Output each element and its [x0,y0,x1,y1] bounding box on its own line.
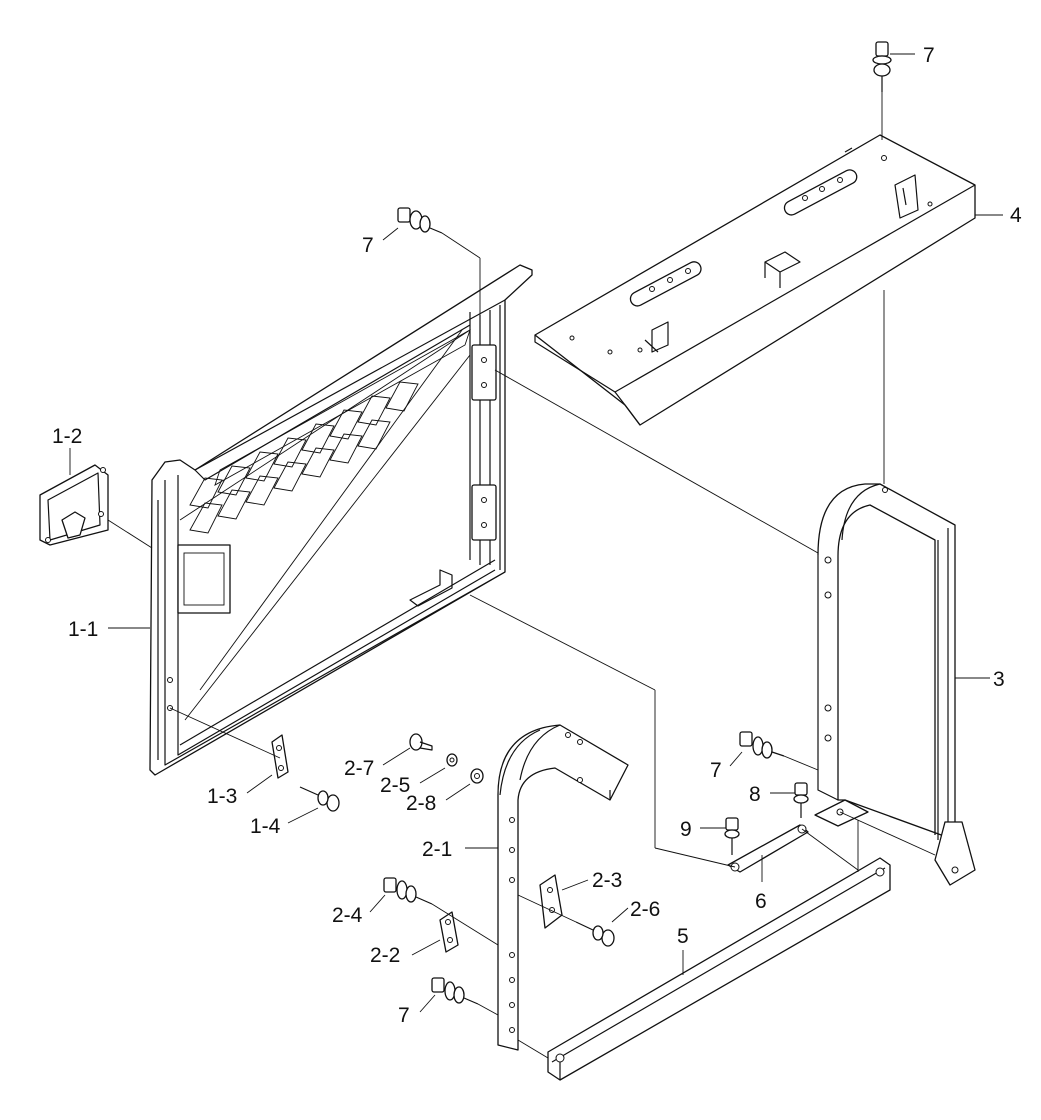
label-7-upper: 7 [362,234,374,257]
nut-2-5 [446,753,458,767]
label-7-bottom: 7 [398,1004,410,1027]
label-2-1: 2-1 [422,838,452,861]
label-2-5: 2-5 [380,774,410,797]
bolt-1-4 [299,786,340,812]
label-2-8: 2-8 [406,792,436,815]
bolt-9 [724,817,740,855]
label-2-3: 2-3 [592,869,622,892]
part-6-link-arm [727,824,809,873]
part-3-side-bracket [814,483,976,886]
part-5-bottom-rail [547,857,891,1081]
bolt-2-4 [383,877,433,905]
part-2-3-clip [539,874,563,929]
label-1-4: 1-4 [250,815,281,838]
label-3: 3 [993,668,1005,691]
label-2-4: 2-4 [332,904,363,927]
part-1-2-control-box [39,464,109,546]
bolt-7-bottom [431,977,479,1005]
bolt-2-6 [575,921,615,947]
label-7-top: 7 [923,44,935,67]
label-7-mid: 7 [710,759,722,782]
screw-7-upper [397,207,443,234]
part-2-1-lower-bracket [497,724,629,1051]
bolt-8 [793,782,809,818]
bolt-7-mid [739,731,785,759]
callout-labels: 7 4 7 1-2 1-1 3 2-7 2-5 2-8 1-3 1-4 7 8 … [52,44,1022,1027]
washer-2-8 [470,768,484,784]
part-1-1-frame [149,264,533,776]
label-2-6: 2-6 [630,898,660,921]
screw-2-7 [409,733,433,751]
label-1-1: 1-1 [68,618,98,641]
label-8: 8 [749,783,761,806]
label-1-3: 1-3 [207,785,237,808]
part-2-2-clip [439,911,459,953]
label-1-2: 1-2 [52,425,82,448]
label-5: 5 [677,925,689,948]
assembly-lines [107,92,936,1059]
label-4: 4 [1010,204,1022,227]
label-6: 6 [755,890,767,913]
part-1-3-clip [271,734,289,779]
label-2-7: 2-7 [344,757,374,780]
screw-7-top [872,41,892,92]
part-4-top-plate [534,134,976,426]
frame-vent-slots [189,329,471,534]
label-9: 9 [680,818,692,841]
label-leaders [69,53,1003,1013]
label-2-2: 2-2 [370,944,400,967]
